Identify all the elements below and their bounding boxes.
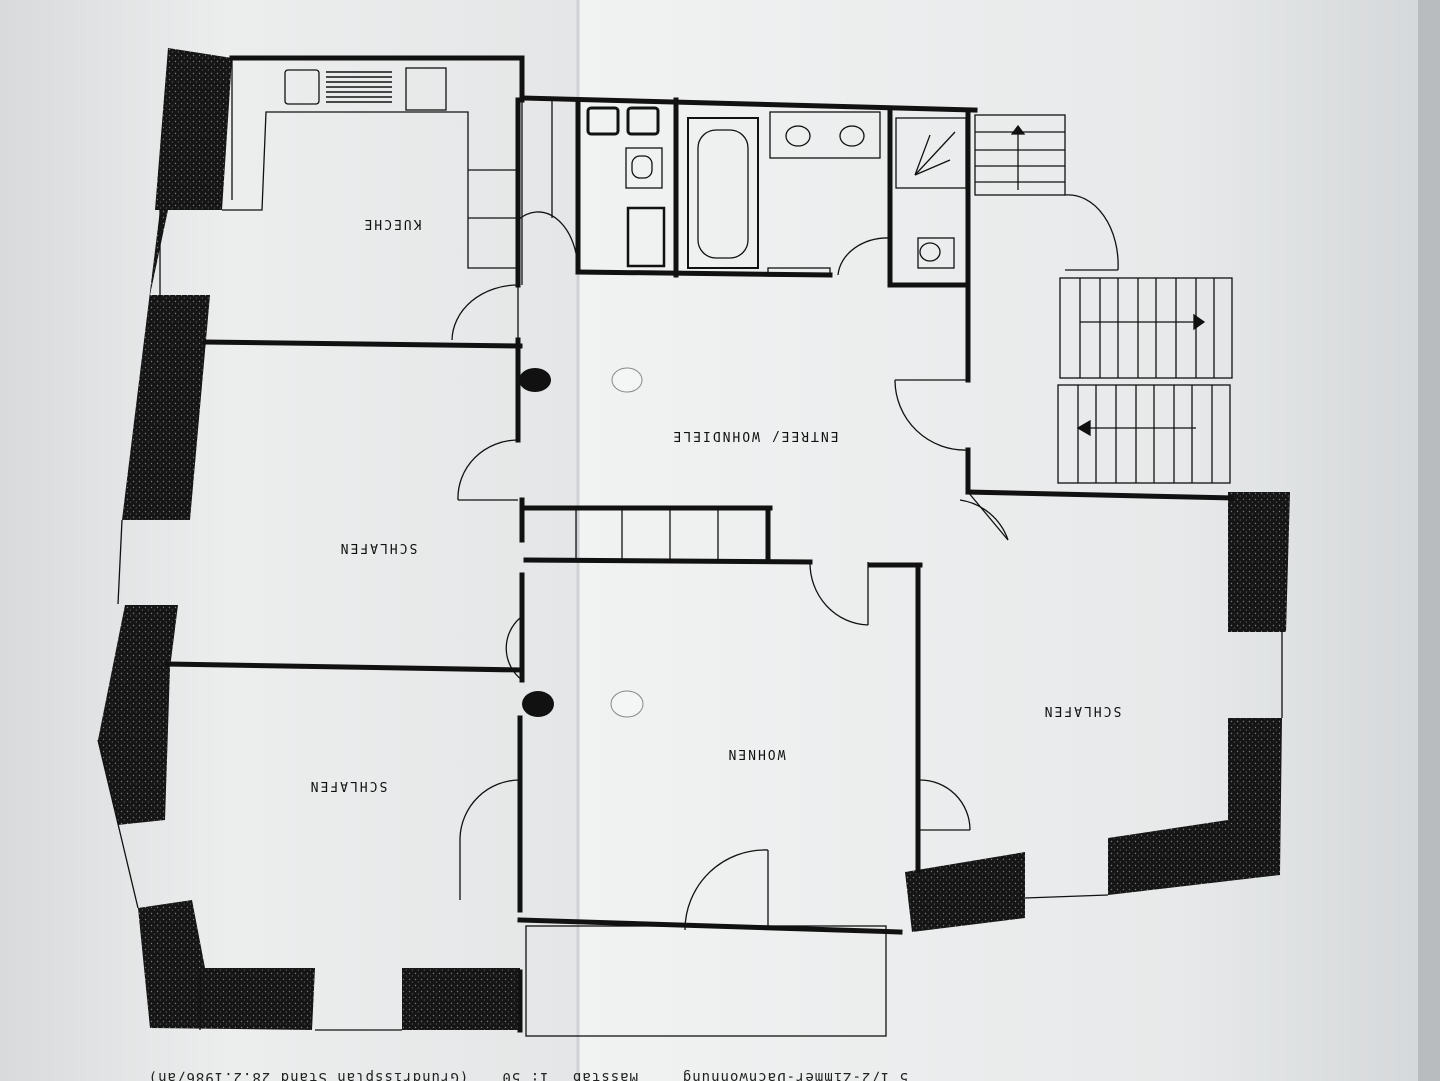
paper-left	[0, 0, 578, 1081]
caption-scale-value: 1: 50	[501, 1069, 548, 1081]
exterior-walls-left	[98, 48, 520, 1030]
thin-outlines	[97, 60, 1283, 1037]
room-label-schlafen-2: SCHLAFEN	[309, 778, 388, 793]
room-label-schlafen-1: SCHLAFEN	[339, 540, 418, 555]
caption-title: 5 1/2-Zimmer-Dachwohnung	[682, 1069, 908, 1081]
kitchen-fixtures	[284, 67, 447, 111]
punch-holes	[519, 367, 644, 718]
door-swings	[451, 211, 1009, 931]
caption-scale-label: Masstab	[572, 1069, 638, 1081]
room-label-wohnen: WOHNEN	[727, 746, 786, 761]
paper-edge-shadow	[1418, 0, 1440, 1081]
room-label-schlafen-3: SCHLAFEN	[1043, 703, 1122, 718]
staircase	[974, 114, 1233, 484]
room-label-kueche: KUECHE	[363, 216, 422, 231]
exterior-walls-right	[905, 492, 1290, 932]
caption-note: (Grundrissplan Stand 28.2.1986/ah)	[148, 1069, 469, 1081]
bathroom-fixtures	[586, 106, 967, 277]
room-label-entree: ENTREE/ WOHNDIELE	[671, 428, 838, 443]
